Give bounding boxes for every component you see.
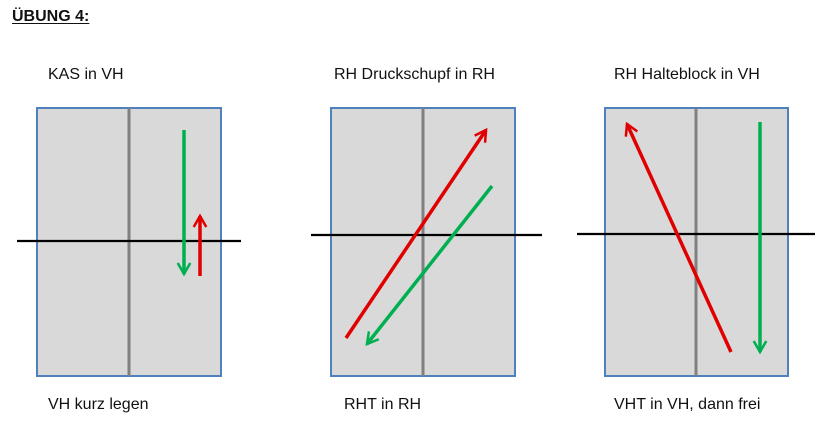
panel-1-bottom-label: VH kurz legen — [48, 396, 149, 413]
exercise-title: ÜBUNG 4: — [12, 8, 90, 25]
panel-2-red-arrow — [344, 127, 488, 339]
panel-2-top-label: RH Druckschupf in RH — [334, 66, 495, 83]
panel-1 — [17, 107, 241, 377]
panel-1-top-label: KAS in VH — [48, 66, 124, 83]
panel-3-red-arrow — [624, 121, 733, 353]
panel-2-bottom-label: RHT in RH — [344, 396, 422, 413]
panel-3-bottom-label: VHT in VH, dann frei — [614, 396, 761, 413]
panel-3 — [577, 107, 815, 377]
panel-3-top-label: RH Halteblock in VH — [614, 66, 760, 83]
panel-2-green-arrow — [365, 184, 494, 346]
panel-2 — [311, 107, 542, 377]
